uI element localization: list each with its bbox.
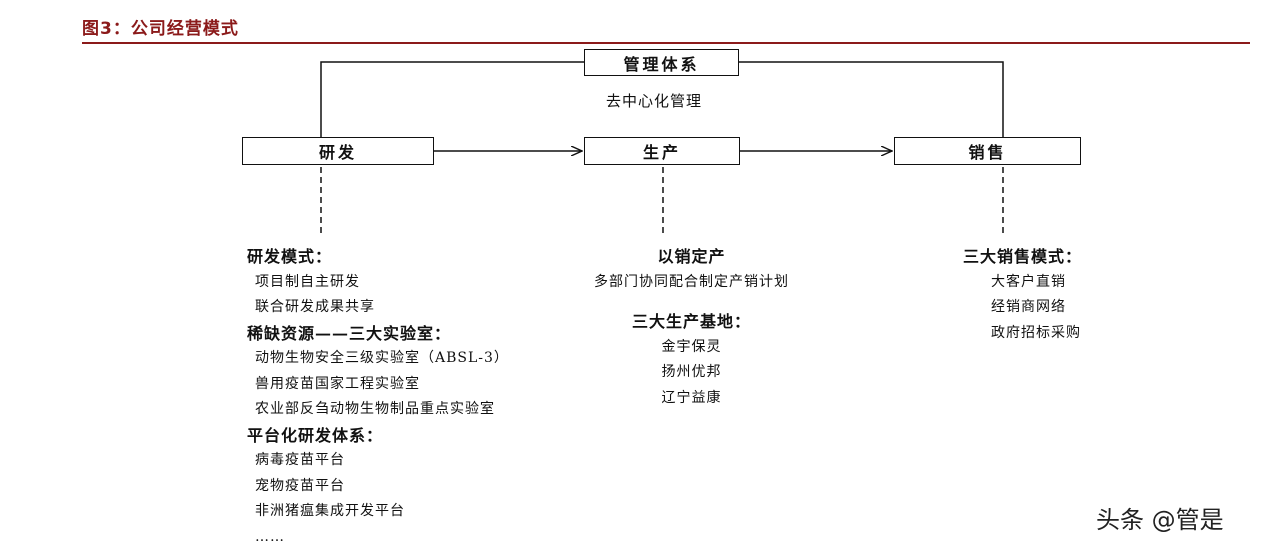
- column-rd: 研发模式： 项目制自主研发联合研发成果共享稀缺资源——三大实验室： 动物生物安全三级…: [247, 244, 509, 550]
- bracket-right: [739, 61, 1004, 138]
- column-sales: 三大销售模式： 大客户直销经销商网络政府招标采购: [963, 244, 1082, 346]
- node-rd: 研发: [242, 137, 434, 165]
- watermark: 头条 @管是: [1096, 506, 1224, 534]
- column-heading: 三大生产基地：: [631, 312, 751, 331]
- bracket-left: [320, 61, 584, 138]
- column-heading: 稀缺资源——三大实验室：: [247, 323, 452, 343]
- list-item: 扬州优邦: [661, 364, 722, 380]
- list-item: 宠物疫苗平台: [255, 477, 345, 494]
- list-item: ……: [255, 528, 285, 545]
- column-heading: 平台化研发体系：: [247, 425, 384, 445]
- list-item: 政府招标采购: [991, 324, 1081, 341]
- list-item: 联合研发成果共享: [255, 299, 375, 315]
- column-heading: 以销定产: [657, 247, 726, 266]
- list-item: 项目制自主研发: [255, 273, 360, 290]
- list-item: 辽宁益康: [661, 389, 722, 406]
- figure-title: 图3：公司经营模式: [82, 19, 239, 39]
- column-heading: 三大销售模式：: [963, 247, 1083, 266]
- list-item: 非洲猪瘟集成开发平台: [255, 503, 405, 519]
- column-production: 以销定产多部门协同配合制定产销计划三大生产基地： 金宇保灵扬州优邦辽宁益康: [594, 244, 789, 411]
- list-item: 动物生物安全三级实验室（ABSL-3）: [255, 350, 509, 366]
- list-item: 多部门协同配合制定产销计划: [594, 273, 789, 290]
- node-sales: 销售: [894, 137, 1081, 165]
- management-subtitle: 去中心化管理: [606, 92, 703, 110]
- list-item: 金宇保灵: [661, 338, 722, 355]
- list-item: 农业部反刍动物生物制品重点实验室: [255, 401, 495, 417]
- column-heading: 研发模式：: [247, 247, 333, 266]
- node-production: 生产: [584, 137, 740, 165]
- list-item: 大客户直销: [991, 273, 1066, 290]
- list-item: 病毒疫苗平台: [255, 452, 345, 468]
- list-item: 兽用疫苗国家工程实验室: [255, 375, 420, 392]
- title-rule: [82, 42, 1250, 44]
- list-item: 经销商网络: [991, 299, 1066, 315]
- management-system-box: 管理体系: [584, 49, 739, 76]
